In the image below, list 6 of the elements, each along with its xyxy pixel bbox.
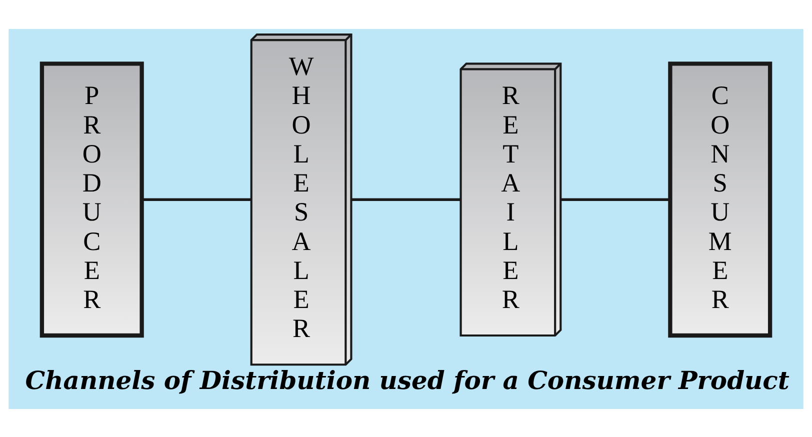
node-box: CONSUMER bbox=[668, 61, 772, 338]
connector bbox=[142, 198, 252, 200]
node-box: PRODUCER bbox=[40, 61, 144, 338]
connector bbox=[351, 198, 461, 200]
caption: Channels of Distribution used for a Consumer Product bbox=[25, 365, 790, 394]
connector bbox=[560, 198, 670, 200]
